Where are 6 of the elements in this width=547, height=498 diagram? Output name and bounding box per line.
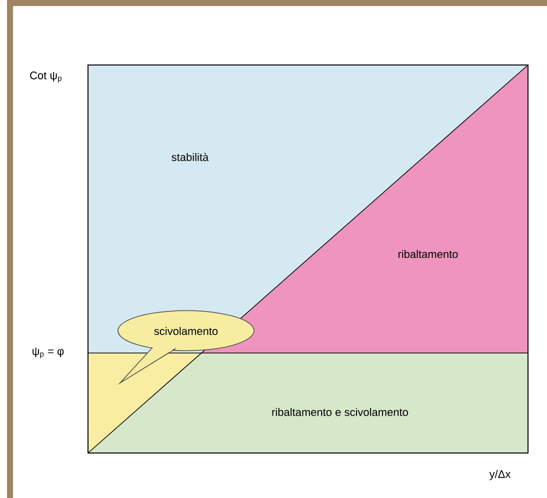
axis-label: Cot ψ$_{p}$ [30,72,62,82]
triangle-region [88,353,202,453]
axis-label: y/Δx [489,470,511,480]
axis-label: ψ$_{p}$ = φ [32,348,64,358]
region: ribaltamento e scivolamento [88,353,528,453]
speech-bubble: scivolamento [118,310,254,384]
